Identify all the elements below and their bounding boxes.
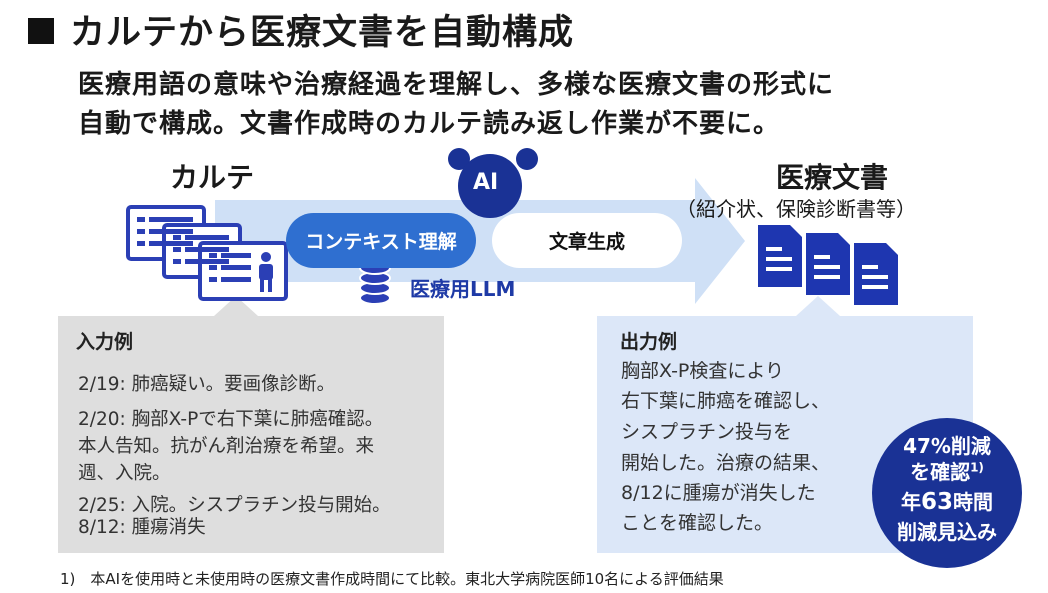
input-example-box bbox=[58, 316, 444, 553]
ai-node-icon bbox=[448, 148, 538, 218]
reduction-badge bbox=[872, 418, 1022, 568]
karte-label: カルテ bbox=[170, 161, 255, 194]
output-line: 胸部X-P検査により bbox=[621, 360, 785, 382]
output-line: 開始した。治療の結果、 bbox=[621, 452, 831, 474]
output-callout-pointer bbox=[796, 296, 840, 316]
output-line: 8/12に腫瘍が消失した bbox=[621, 482, 816, 504]
medical-document-sublabel: （紹介状、保険診断書等） bbox=[676, 197, 916, 221]
database-icon bbox=[359, 261, 391, 305]
badge-line-2: を確認1) bbox=[910, 460, 984, 484]
lead-line-2: 自動で構成。文書作成時のカルテ読み返し作業が不要に。 bbox=[78, 109, 781, 139]
flow-arrow bbox=[215, 178, 745, 304]
context-understanding-pill: コンテキスト理解 bbox=[286, 213, 476, 268]
medical-document-label: 医療文書 bbox=[776, 161, 889, 194]
output-line: ことを確認した。 bbox=[621, 512, 774, 534]
badge-line-1: 47%削減 bbox=[903, 434, 991, 458]
ai-label: AI bbox=[473, 170, 499, 195]
document-lines-icon bbox=[766, 247, 888, 289]
text-generation-pill: 文章生成 bbox=[492, 213, 682, 268]
input-line: 8/12: 腫瘍消失 bbox=[78, 517, 206, 538]
input-line: 週、入院。 bbox=[78, 463, 171, 484]
output-example-heading: 出力例 bbox=[620, 331, 678, 353]
badge-line-3: 年63時間 bbox=[900, 489, 993, 515]
lead-line-1: 医療用語の意味や治療経過を理解し、多様な医療文書の形式に bbox=[78, 70, 835, 100]
medical-llm-label: 医療用LLM bbox=[410, 277, 516, 301]
output-line: シスプラチン投与を bbox=[621, 421, 793, 443]
input-line: 2/19: 肺癌疑い。要画像診断。 bbox=[78, 374, 336, 395]
input-callout-pointer bbox=[214, 296, 258, 316]
output-line: 右下葉に肺癌を確認し、 bbox=[621, 390, 831, 412]
karte-lines-icon bbox=[137, 217, 273, 292]
input-line: 本人告知。抗がん剤治療を希望。来 bbox=[78, 436, 375, 457]
document-icon bbox=[758, 225, 898, 305]
page-title: カルテから医療文書を自動構成 bbox=[70, 13, 575, 53]
input-example-heading: 入力例 bbox=[76, 331, 134, 353]
input-line: 2/25: 入院。シスプラチン投与開始。 bbox=[78, 495, 391, 516]
title-bullet-icon bbox=[28, 18, 54, 44]
input-line: 2/20: 胸部X-Pで右下葉に肺癌確認。 bbox=[78, 409, 384, 430]
footnote: 1) 本AIを使用時と未使用時の医療文書作成時間にて比較。東北大学病院医師10名… bbox=[60, 570, 724, 588]
badge-line-4: 削減見込み bbox=[897, 520, 997, 544]
